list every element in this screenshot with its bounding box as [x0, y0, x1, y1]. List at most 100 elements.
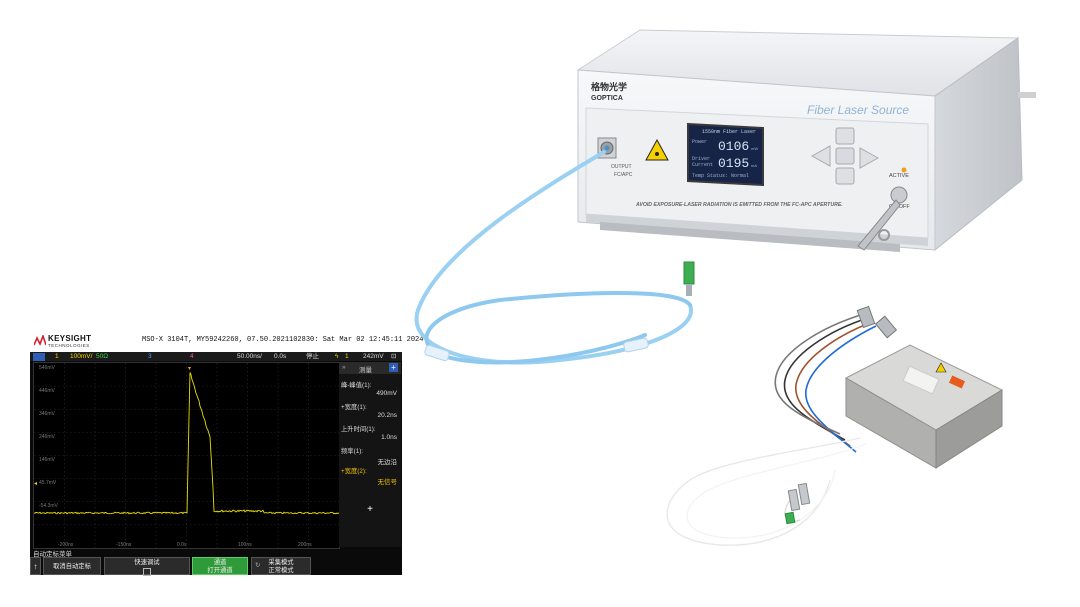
y-tick-label: -54.3mV	[39, 503, 59, 509]
trigger-position-marker[interactable]: ▾	[188, 366, 191, 372]
measurement-value: 无信号	[377, 479, 398, 486]
lcd-current-label: Current	[692, 162, 713, 168]
lcd-current-value: 0195	[718, 156, 749, 171]
y-tick-label: 346mV	[39, 411, 56, 417]
measurement-value: 490mV	[376, 390, 397, 397]
output-label: OUTPUT	[611, 164, 632, 170]
navigation-pad	[810, 127, 880, 185]
lcd-title: 1550nm Fiber Laser	[702, 129, 756, 135]
ch1-label[interactable]: 1	[55, 353, 59, 360]
lcd-display: 1550nm Fiber Laser Power 0106 mW Driver …	[687, 122, 764, 187]
measurement-title: 测量	[359, 367, 372, 374]
measurement-label: +宽度(1):	[341, 404, 367, 411]
lcd-power-label: Power	[692, 139, 707, 145]
softkey-label: 采集模式	[268, 559, 294, 566]
key-switch[interactable]	[857, 167, 908, 251]
keysight-logo-icon	[34, 335, 46, 346]
y-tick-label: 45.7mV	[39, 480, 57, 486]
softkey-sublabel: 正常模式	[268, 567, 294, 574]
fc-apc-connector	[683, 261, 695, 296]
softkey-menu-title: 自动定标菜单	[33, 551, 72, 558]
lcd-current-unit: mA	[751, 163, 757, 168]
nav-down-button[interactable]	[835, 167, 855, 185]
measurement-label: 峰-峰值(1):	[341, 382, 372, 389]
nav-center-button[interactable]	[835, 147, 855, 165]
measurement-label: +宽度(2):	[341, 468, 367, 475]
panel-close-icon[interactable]: »	[342, 364, 346, 371]
x-tick-label: 0.0s	[177, 542, 187, 548]
module-connectors	[784, 305, 898, 525]
laser-warning-icon	[645, 138, 669, 161]
measurement-label: 频率(1):	[341, 448, 364, 455]
timebase[interactable]: 50.00ns/	[237, 353, 262, 360]
lcd-status: Temp Status: Normal	[692, 173, 749, 179]
laser-chassis	[576, 29, 1036, 252]
trigger-channel[interactable]: 1	[345, 353, 349, 360]
measurement-header: » 测量 +	[339, 362, 401, 374]
nav-up-button[interactable]	[835, 127, 855, 145]
module-warning-icon	[935, 362, 947, 373]
ch3-label[interactable]: 3	[148, 353, 152, 360]
ch1-scale[interactable]: 100mV/	[70, 353, 93, 360]
brand-name: KEYSIGHT	[48, 334, 92, 343]
x-tick-label: 100ns	[238, 542, 252, 548]
add-measurement-button[interactable]: +	[367, 504, 373, 515]
y-tick-label: 146mV	[39, 457, 56, 463]
measurement-label: 上升时间(1):	[341, 426, 376, 433]
nav-left-button[interactable]	[810, 145, 831, 167]
waveform-grid: 546mV 446mV 346mV 246mV 146mV 45.7mV -54.3mV -…	[33, 362, 340, 549]
laser-module	[844, 344, 1004, 469]
module-wiring	[666, 313, 877, 546]
key-icon[interactable]	[857, 199, 901, 251]
softkey-label: 快速调试	[134, 559, 160, 566]
trigger-level[interactable]: 242mV	[363, 353, 384, 360]
safety-warning: AVOID EXPOSURE-LASER RADIATION IS EMITTE…	[635, 202, 843, 208]
menu-icon[interactable]	[33, 352, 45, 361]
rear-cable	[1018, 92, 1036, 98]
softkey-fast-debug[interactable]: 快速调试	[104, 557, 190, 576]
x-tick-label: -150ns	[116, 542, 132, 548]
module-label	[902, 365, 940, 395]
add-measurement-icon[interactable]: +	[389, 363, 398, 372]
delay[interactable]: 0.0s	[274, 353, 287, 360]
oscilloscope-screen: KEYSIGHT TECHNOLOGIES MSO-X 3104T, MY592…	[30, 332, 423, 576]
softkey-label: 取消自动定标	[53, 563, 91, 570]
ch1-ground-marker[interactable]: ◂	[34, 481, 37, 487]
lcd-power-unit: mW	[751, 146, 758, 151]
measurement-value: 1.0ns	[381, 434, 397, 441]
y-tick-label: 446mV	[39, 388, 56, 394]
onoff-label: ON/OFF	[889, 204, 910, 210]
ch4-label[interactable]: 4	[190, 353, 194, 360]
run-state: 停止	[306, 353, 319, 360]
back-arrow-icon[interactable]: ↑	[30, 557, 41, 575]
active-label: ACTIVE	[889, 173, 909, 179]
checkbox-icon[interactable]	[143, 568, 151, 576]
lcd-power-value: 0106	[718, 139, 749, 154]
output-connector-label: FC/APC	[614, 172, 633, 178]
softkey-label: 通道	[213, 559, 227, 566]
softkey-acq-mode[interactable]: ↻ 采集模式正常模式	[251, 557, 311, 575]
measurement-value: 无边沿	[377, 459, 398, 466]
softkey-cancel-autoscale[interactable]: 取消自动定标	[43, 557, 101, 575]
y-tick-label: 546mV	[39, 365, 56, 371]
softkey-sublabel: 打开通道	[207, 567, 233, 574]
x-tick-label: 200ns	[298, 542, 312, 548]
ch1-impedance: 50Ω	[96, 353, 109, 360]
scope-header: KEYSIGHT TECHNOLOGIES MSO-X 3104T, MY592…	[30, 332, 423, 352]
settings-icon[interactable]: ⊡	[391, 353, 397, 360]
instrument-title: Fiber Laser Source	[807, 103, 909, 117]
nav-right-button[interactable]	[859, 147, 880, 169]
softkey-bar: ↑ 取消自动定标 快速调试 通道打开通道 ↻ 采集模式正常模式	[30, 557, 402, 576]
brand-sub: TECHNOLOGIES	[48, 343, 90, 348]
measurement-value: 20.2ns	[377, 412, 397, 419]
softkey-channels[interactable]: 通道打开通道	[192, 557, 248, 575]
scope-status-bar: 1 100mV/ 50Ω 3 4 50.00ns/ 0.0s 停止 ϟ 1 24…	[30, 352, 402, 361]
y-tick-label: 246mV	[39, 434, 56, 440]
model-info: MSO-X 3104T, MY59242260, 07.50.202110283…	[142, 336, 424, 344]
ch1-trace	[34, 372, 339, 515]
brand-en: GOPTICA	[591, 95, 623, 102]
x-tick-label: -200ns	[58, 542, 74, 548]
rotate-knob-icon: ↻	[255, 562, 261, 569]
